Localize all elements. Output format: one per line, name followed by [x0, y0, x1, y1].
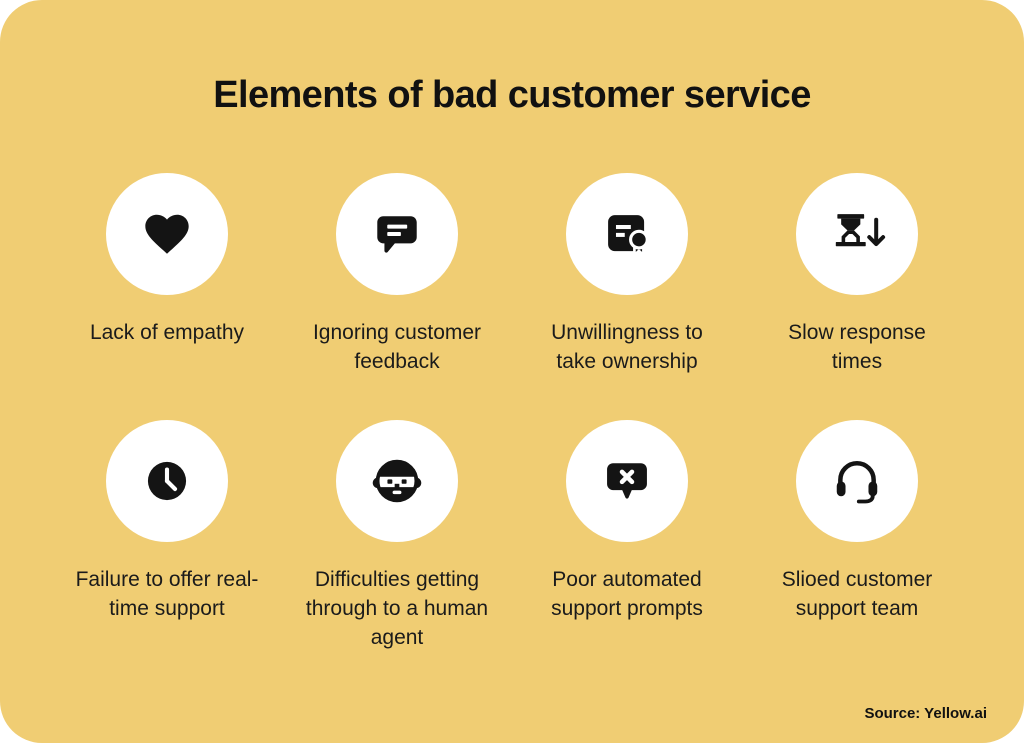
item-card: Slioed customer support team: [742, 420, 972, 667]
icon-badge: [566, 173, 688, 295]
hourglass-down-arrow-icon: [835, 214, 886, 247]
item-card: Failure to offer real-time support: [52, 420, 282, 667]
item-card: Lack of empathy: [52, 173, 282, 420]
item-label: Unwillingness to take ownership: [551, 321, 703, 373]
source-text: Source: Yellow.ai: [864, 705, 987, 722]
item-card: Slow response times: [742, 173, 972, 420]
page-title: Elements of bad customer service: [213, 74, 811, 116]
item-label: Slioed customer support team: [781, 568, 933, 620]
bubble-error-icon: [607, 463, 647, 499]
item-label: Failure to offer real-time support: [75, 568, 259, 620]
chat-feedback-icon: [377, 216, 417, 253]
certificate-ownership-icon: [608, 215, 649, 257]
icon-badge: [336, 173, 458, 295]
icon-badge: [336, 420, 458, 542]
item-card: Ignoring customer feedback: [282, 173, 512, 420]
icon-badge: [106, 420, 228, 542]
item-card: Unwillingness to take ownership: [512, 173, 742, 420]
human-agent-face-icon: [372, 459, 422, 503]
item-label: Slow response times: [788, 321, 926, 373]
headset-icon: [836, 460, 878, 504]
clock-icon: [147, 461, 187, 501]
item-label: Ignoring customer feedback: [312, 321, 482, 373]
item-label: Difficulties getting through to a human …: [305, 568, 489, 649]
icon-badge: [796, 173, 918, 295]
icon-badge: [106, 173, 228, 295]
icon-badge: [566, 420, 688, 542]
items-grid: Lack of empathy Ignoring customer feedba…: [52, 173, 972, 667]
icon-badge: [796, 420, 918, 542]
item-label: Poor automated support prompts: [551, 568, 703, 620]
item-card: Difficulties getting through to a human …: [282, 420, 512, 667]
item-label: Lack of empathy: [89, 321, 245, 344]
heart-icon: [145, 214, 189, 254]
item-card: Poor automated support prompts: [512, 420, 742, 667]
